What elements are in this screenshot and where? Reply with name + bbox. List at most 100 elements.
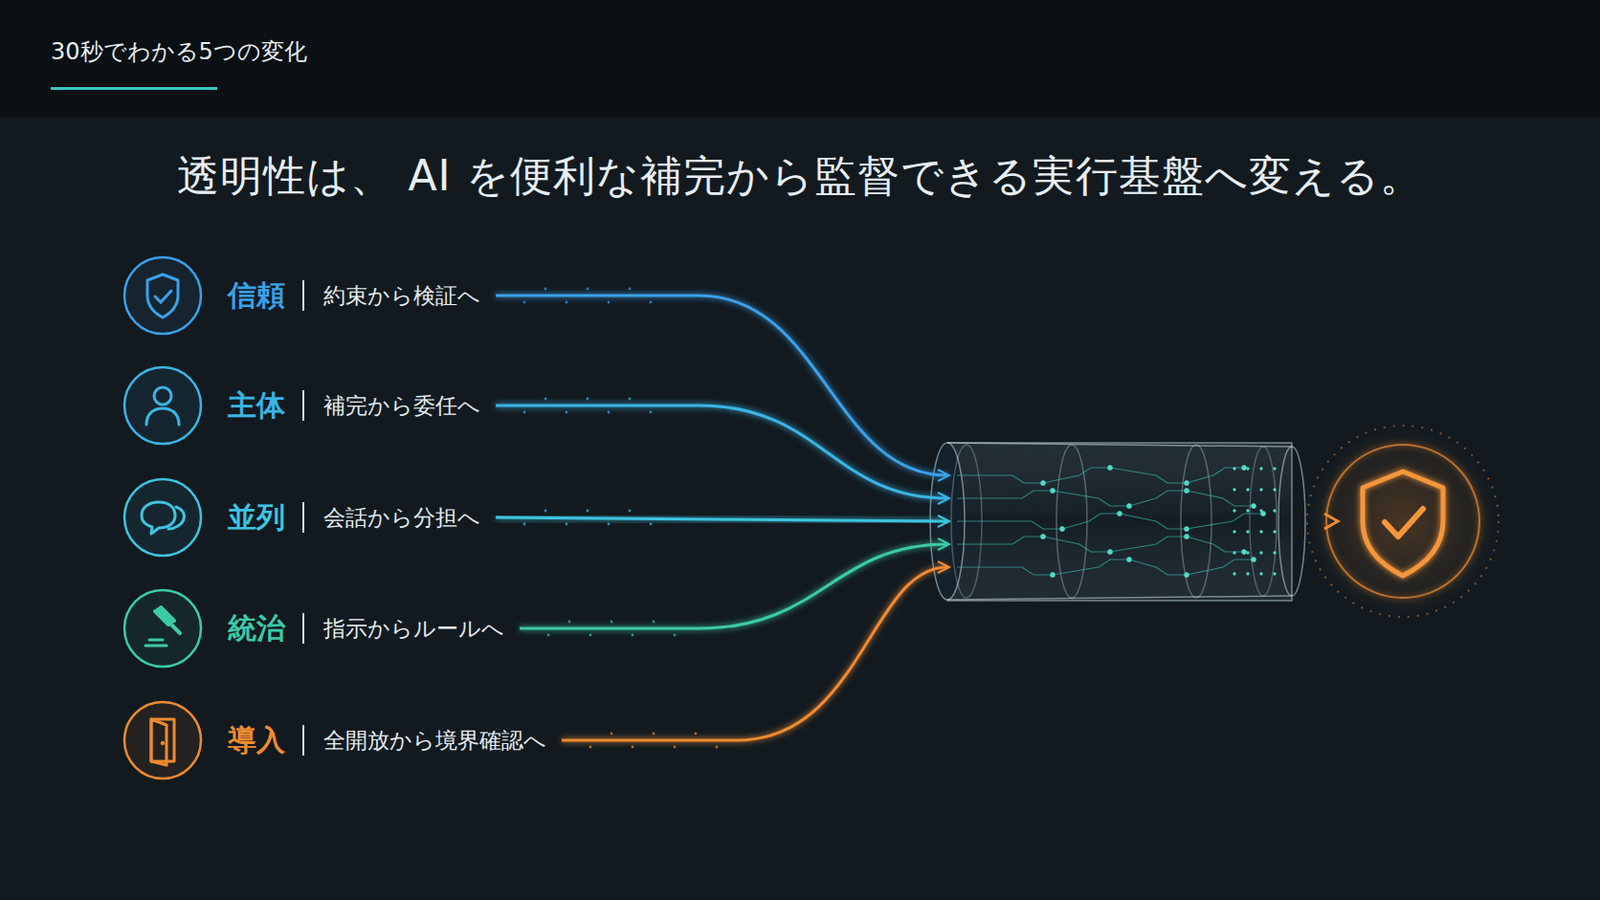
circuit-dot <box>1233 467 1237 471</box>
icon-badge <box>120 698 205 783</box>
circuit-dot <box>1273 467 1277 471</box>
sparkle-dot <box>586 398 590 401</box>
flow-arrowhead <box>937 561 950 574</box>
sparkle-dot <box>649 301 653 305</box>
sparkle-dot <box>586 288 590 291</box>
change-row: 統治指示からルールへ <box>120 586 505 671</box>
door-icon <box>151 719 175 766</box>
circuit-pattern <box>956 465 1276 578</box>
circuit-dot <box>1260 510 1264 513</box>
chat-icon <box>141 502 185 534</box>
change-row: 並列 会話から分担へ <box>120 475 481 560</box>
flow-line <box>495 295 948 476</box>
circuit-dot <box>1233 510 1237 513</box>
shield-check <box>1384 509 1423 537</box>
sparkle-dot <box>523 411 527 415</box>
row-label: 導入 <box>227 721 286 761</box>
person-icon <box>146 387 179 425</box>
sparkle-dot <box>565 411 569 415</box>
circuit-dot <box>1233 573 1237 577</box>
flow-line <box>495 517 948 522</box>
shield-glow <box>1307 425 1499 618</box>
sparkle-dot <box>607 411 611 415</box>
flow-arrowhead <box>937 515 950 528</box>
shield-icon <box>147 274 178 318</box>
circuit-dot <box>1233 488 1237 492</box>
divider-bar <box>302 725 305 756</box>
row-description: 会話から分担へ <box>323 503 481 534</box>
sparkle-dot <box>607 523 611 527</box>
icon-circle <box>120 698 205 783</box>
sparkle-dot <box>631 634 635 638</box>
row-description: 約束から検証へ <box>323 281 481 312</box>
icon-circle <box>120 363 205 448</box>
change-row: 信頼 約束から検証へ <box>120 253 481 338</box>
circuit-dot <box>1260 488 1264 492</box>
sparkle-dot <box>589 746 593 750</box>
sparkle-dot <box>610 733 614 736</box>
divider-bar <box>302 613 305 645</box>
diagram-title: 透明性は、 AI を便利な補完から監督できる実行基盤へ変える。 <box>0 148 1600 205</box>
change-row: 導入 全開放から境界確認へ <box>120 698 547 783</box>
flow-line <box>495 405 948 499</box>
cylinder-core <box>930 443 1306 601</box>
circuit-dot <box>1273 573 1277 577</box>
icon-badge <box>120 253 205 338</box>
circuit-dot <box>1273 552 1277 556</box>
icon-circle <box>120 253 205 338</box>
gavel-icon <box>145 607 180 646</box>
sparkle-dot <box>652 733 656 736</box>
shield-ring <box>1326 444 1480 599</box>
shield-ring-dotted <box>1307 425 1499 618</box>
flow-arrowhead <box>937 469 950 482</box>
circuit-dot <box>1246 510 1250 513</box>
circuit-dot <box>1233 531 1237 534</box>
circuit-trace <box>956 536 1245 553</box>
shield-symbol <box>1362 471 1444 577</box>
sparkle-dot <box>523 523 527 527</box>
icon-badge <box>120 475 205 560</box>
circuit-dot <box>1233 552 1237 556</box>
circuit-dot <box>1246 531 1250 534</box>
sparkle-dot <box>715 746 719 750</box>
circuit-dot <box>1273 510 1277 513</box>
row-description: 全開放から境界確認へ <box>323 726 547 756</box>
sparkle-dot <box>589 634 593 638</box>
sparkle-dot <box>565 523 569 527</box>
circuit-dot <box>1260 573 1264 577</box>
sparkle-dot <box>565 301 569 305</box>
circuit-dot <box>1246 467 1250 471</box>
sparkle-dot <box>568 621 572 624</box>
sparkle-dot <box>649 411 653 415</box>
sparkle-dot <box>523 301 527 305</box>
sparkle-dot <box>628 288 632 291</box>
sparkle-dot <box>544 510 548 513</box>
sparkle-dot <box>607 301 611 305</box>
circuit-trace <box>956 490 1254 507</box>
row-label: 主体 <box>227 386 286 426</box>
sparkle-dot <box>544 288 548 291</box>
icon-circle <box>120 475 205 560</box>
sparkle-dot <box>652 621 656 624</box>
change-row: 主体補完から委任へ <box>120 363 481 448</box>
circuit-dot <box>1246 573 1250 577</box>
divider-bar <box>302 390 305 422</box>
circuit-dot <box>1246 552 1250 556</box>
flow-line <box>561 567 948 741</box>
row-label: 並列 <box>227 498 286 538</box>
sparkle-dot <box>544 398 548 401</box>
row-label: 信頼 <box>227 276 286 316</box>
sparkle-dot <box>586 510 590 513</box>
circuit-trace <box>956 559 1254 576</box>
circuit-dot <box>1260 531 1264 534</box>
sparkle-dot <box>610 621 614 624</box>
sparkle-dot <box>547 634 551 638</box>
sparkle-dot <box>628 398 632 401</box>
header-bar <box>0 0 1600 117</box>
header-label: 30秒でわかる5つの変化 <box>50 36 308 67</box>
circuit-dot <box>1246 488 1250 492</box>
flow-arrowhead <box>937 538 950 551</box>
circuit-dot <box>1260 467 1264 471</box>
